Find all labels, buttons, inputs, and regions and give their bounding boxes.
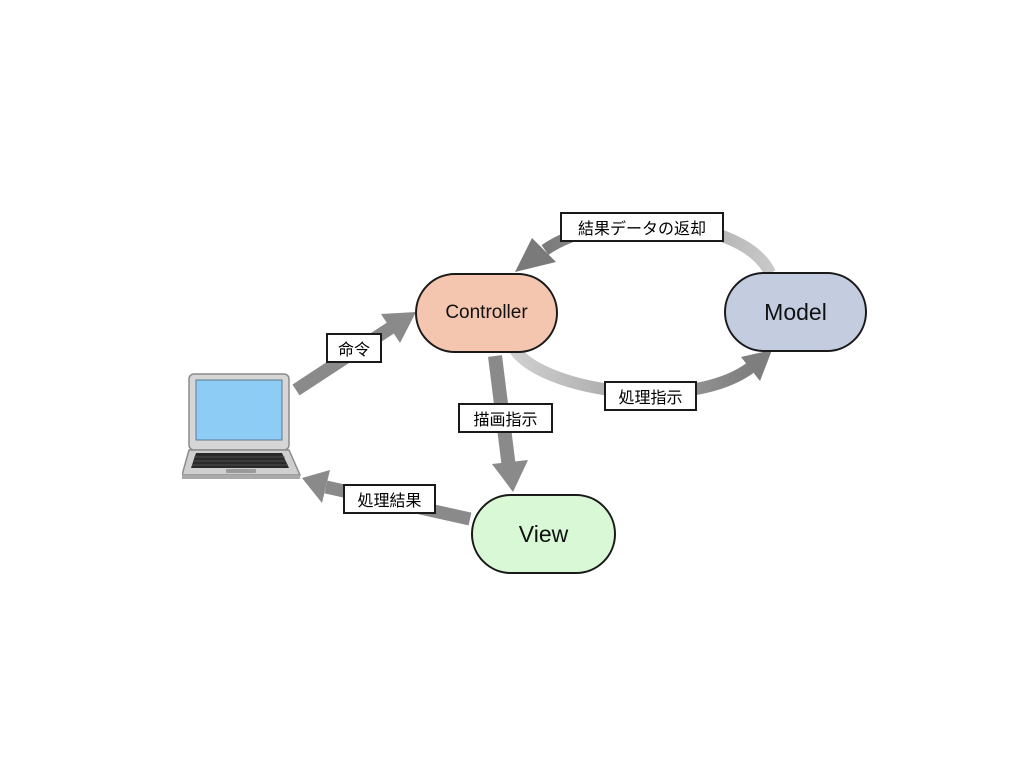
edge-label-command: 命令	[326, 333, 382, 363]
view-node: View	[471, 494, 616, 574]
model-label: Model	[764, 298, 827, 325]
model-node: Model	[724, 272, 867, 352]
laptop-icon	[182, 373, 302, 479]
edge-label-draw-instruction: 描画指示	[458, 403, 553, 433]
controller-label: Controller	[445, 302, 528, 323]
view-label: View	[518, 520, 569, 547]
edge-label-return-result: 結果データの返却	[560, 212, 724, 242]
controller-node: Controller	[415, 273, 558, 353]
edge-label-process-instruction: 処理指示	[604, 381, 697, 411]
edge-label-process-result: 処理結果	[343, 484, 436, 514]
